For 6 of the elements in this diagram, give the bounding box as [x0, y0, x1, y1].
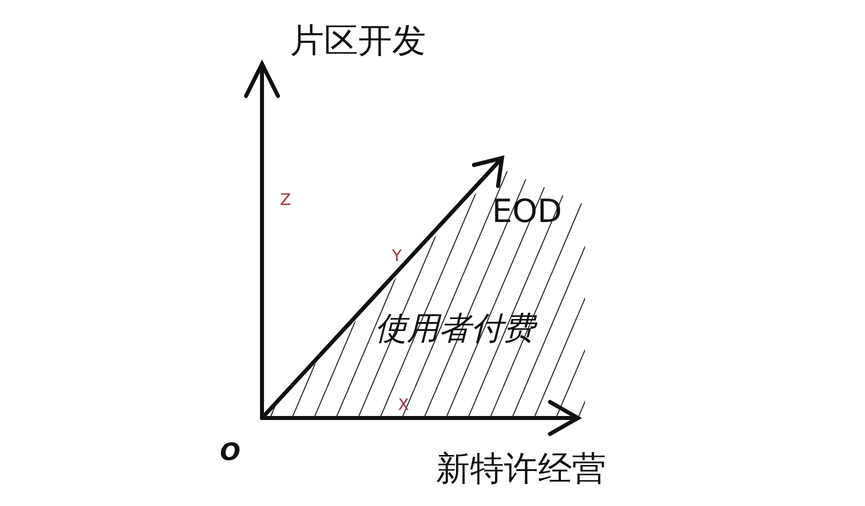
point-label: Y — [392, 248, 402, 264]
origin-label: O — [220, 440, 240, 464]
point-label: Z — [280, 192, 291, 208]
point-label: X — [398, 397, 409, 413]
axis-label: 新特许经营 — [436, 452, 606, 486]
axis-label: 片区开发 — [290, 24, 426, 58]
